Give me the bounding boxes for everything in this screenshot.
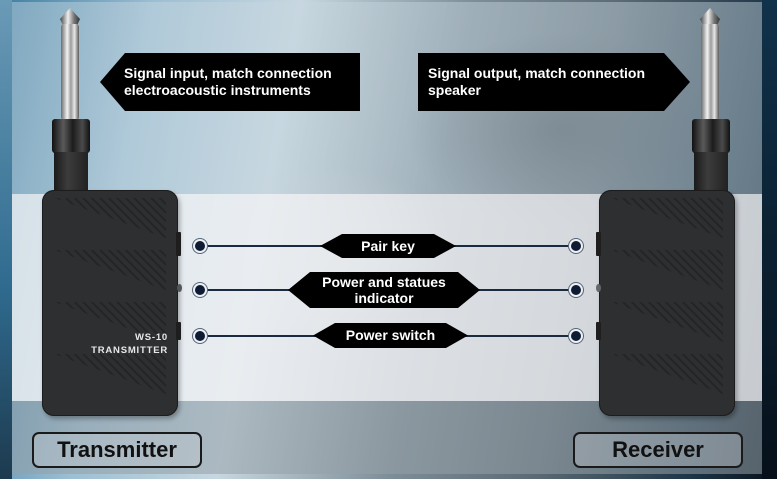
grille-pattern bbox=[611, 354, 723, 394]
power-switch-marker-right bbox=[571, 331, 581, 341]
signal-output-line1: Signal output, match connection bbox=[428, 65, 645, 81]
grille-pattern bbox=[54, 250, 166, 290]
receiver-jack-plug bbox=[686, 2, 736, 192]
transmitter-jack-plug bbox=[46, 2, 96, 192]
signal-output-line2: speaker bbox=[428, 82, 481, 98]
plug-pin bbox=[701, 24, 719, 120]
receiver-indicator bbox=[596, 284, 601, 292]
indicator-marker-right bbox=[571, 285, 581, 295]
power-indicator-label: Power and statues indicator bbox=[288, 272, 480, 308]
power-indicator-text-line1: Power and statues bbox=[322, 274, 446, 290]
background-edge-right bbox=[762, 0, 777, 479]
transmitter-device: WS-10 TRANSMITTER bbox=[42, 190, 178, 416]
power-switch-label: Power switch bbox=[313, 323, 468, 348]
plug-neck bbox=[54, 152, 88, 192]
transmitter-pair-key[interactable] bbox=[176, 232, 181, 256]
signal-input-line2: electroacoustic instruments bbox=[124, 82, 311, 98]
plug-collar bbox=[692, 119, 730, 153]
plug-neck bbox=[694, 152, 728, 192]
plug-pin bbox=[61, 24, 79, 120]
plug-collar bbox=[52, 119, 90, 153]
model-number: WS-10 bbox=[134, 332, 168, 343]
signal-output-callout: Signal output, match connection speaker bbox=[418, 53, 690, 111]
grille-pattern bbox=[611, 198, 723, 238]
indicator-marker-left bbox=[195, 285, 205, 295]
transmitter-name-button[interactable]: Transmitter bbox=[32, 432, 202, 468]
power-switch-marker-left bbox=[195, 331, 205, 341]
grille-pattern bbox=[54, 198, 166, 238]
device-type-label: TRANSMITTER bbox=[91, 345, 168, 356]
background-edge-left bbox=[0, 0, 12, 479]
receiver-name-button[interactable]: Receiver bbox=[573, 432, 743, 468]
receiver-pair-key[interactable] bbox=[596, 232, 601, 256]
pair-key-marker-left bbox=[195, 241, 205, 251]
grille-pattern bbox=[611, 250, 723, 290]
transmitter-indicator bbox=[177, 284, 182, 292]
transmitter-power-switch[interactable] bbox=[176, 322, 181, 340]
pair-key-label: Pair key bbox=[320, 234, 456, 258]
power-indicator-text-line2: indicator bbox=[354, 290, 414, 306]
receiver-device bbox=[599, 190, 735, 416]
pair-key-marker-right bbox=[571, 241, 581, 251]
grille-pattern bbox=[54, 354, 166, 394]
receiver-power-switch[interactable] bbox=[596, 322, 601, 340]
pair-key-text: Pair key bbox=[361, 238, 415, 254]
power-switch-text: Power switch bbox=[345, 327, 436, 343]
grille-pattern bbox=[611, 302, 723, 342]
signal-input-line1: Signal input, match connection bbox=[124, 65, 332, 81]
signal-input-callout: Signal input, match connection electroac… bbox=[100, 53, 360, 111]
